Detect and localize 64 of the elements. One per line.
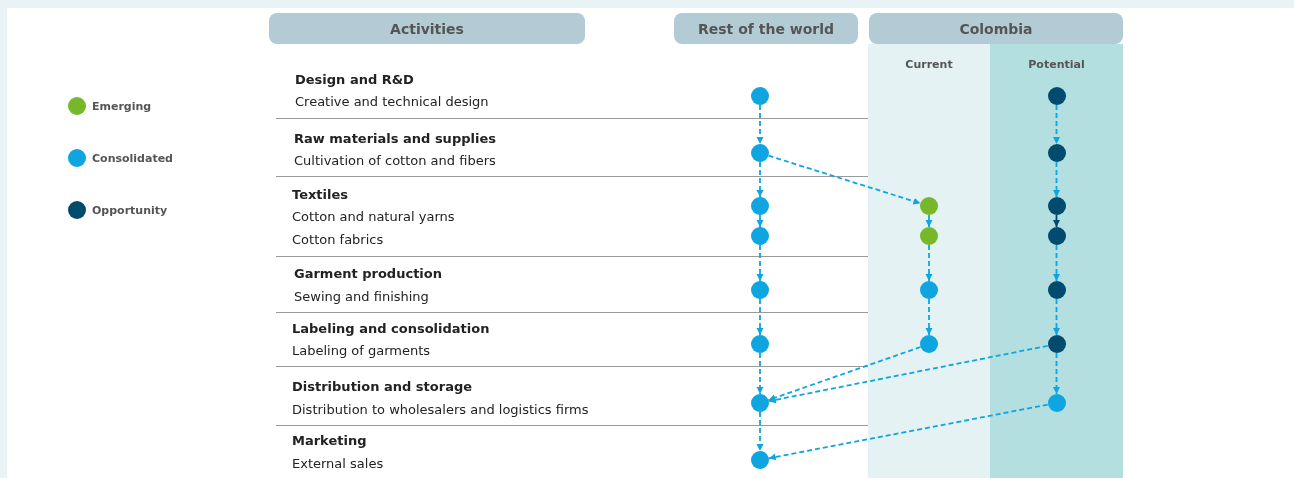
- status-dot: [1047, 144, 1066, 162]
- status-dot: [920, 197, 938, 215]
- status-dot: [751, 335, 769, 353]
- status-dot: [1047, 227, 1066, 245]
- status-dot: [751, 227, 769, 245]
- arrow: [756, 244, 764, 282]
- activity-text: Cotton and natural yarns: [292, 208, 455, 224]
- row-heading: Labeling and consolidation: [292, 320, 490, 336]
- row-heading: Raw materials and supplies: [294, 130, 496, 146]
- arrow: [1053, 298, 1060, 336]
- legend-text: Consolidated: [92, 151, 173, 165]
- arrow: [1053, 244, 1060, 282]
- status-dot: [751, 451, 769, 469]
- arrow: [1053, 104, 1060, 145]
- column-header: Activities: [269, 13, 585, 44]
- column-header: Rest of the world: [674, 13, 858, 44]
- status-dot: [751, 144, 769, 162]
- activity-text: Sewing and finishing: [294, 288, 429, 304]
- legend-text: Emerging: [92, 99, 152, 113]
- status-dot: [920, 227, 938, 245]
- row-heading: Garment production: [294, 265, 442, 281]
- status-dot: [920, 281, 938, 299]
- activity-text: External sales: [292, 455, 384, 471]
- arrow: [925, 298, 933, 336]
- status-dot: [751, 281, 769, 299]
- status-dot: [751, 87, 769, 105]
- column-band: [868, 44, 990, 478]
- status-dot: [751, 197, 769, 215]
- arrow: [756, 298, 764, 336]
- status-dot: [1047, 87, 1066, 105]
- arrow: [756, 352, 764, 395]
- arrow: [756, 104, 764, 145]
- arrow: [1053, 352, 1060, 395]
- row-heading: Marketing: [292, 432, 367, 448]
- column-band: [990, 44, 1123, 478]
- column-heading: Current: [904, 58, 954, 71]
- arrow: [756, 411, 764, 452]
- status-dot: [1047, 281, 1066, 299]
- arrow: [767, 154, 922, 205]
- activity-text: Cotton fabrics: [292, 231, 384, 247]
- status-dot: [1047, 335, 1066, 353]
- activity-text: Distribution to wholesalers and logistics firms: [292, 401, 589, 417]
- activity-text: Creative and technical design: [295, 93, 489, 109]
- arrow: [1053, 161, 1060, 198]
- status-dot: [751, 394, 769, 412]
- column-header: Colombia: [869, 13, 1123, 44]
- arrow: [925, 244, 933, 282]
- arrow: [767, 403, 1049, 461]
- activity-text: Labeling of garments: [292, 342, 431, 358]
- status-dot: [1047, 197, 1066, 215]
- arrow: [925, 214, 933, 228]
- row-heading: Textiles: [292, 186, 349, 202]
- row-heading: Distribution and storage: [292, 378, 473, 394]
- status-dot: [1047, 394, 1066, 412]
- arrow: [756, 214, 764, 228]
- status-dot: [920, 335, 938, 353]
- activity-text: Cultivation of cotton and fibers: [294, 152, 496, 168]
- row-heading: Design and R&D: [295, 71, 414, 87]
- column-heading: Potential: [1027, 58, 1086, 71]
- arrow: [767, 344, 1049, 404]
- arrow: [1053, 214, 1060, 228]
- legend-text: Opportunity: [92, 203, 168, 217]
- arrow: [767, 346, 922, 401]
- arrow: [756, 161, 764, 198]
